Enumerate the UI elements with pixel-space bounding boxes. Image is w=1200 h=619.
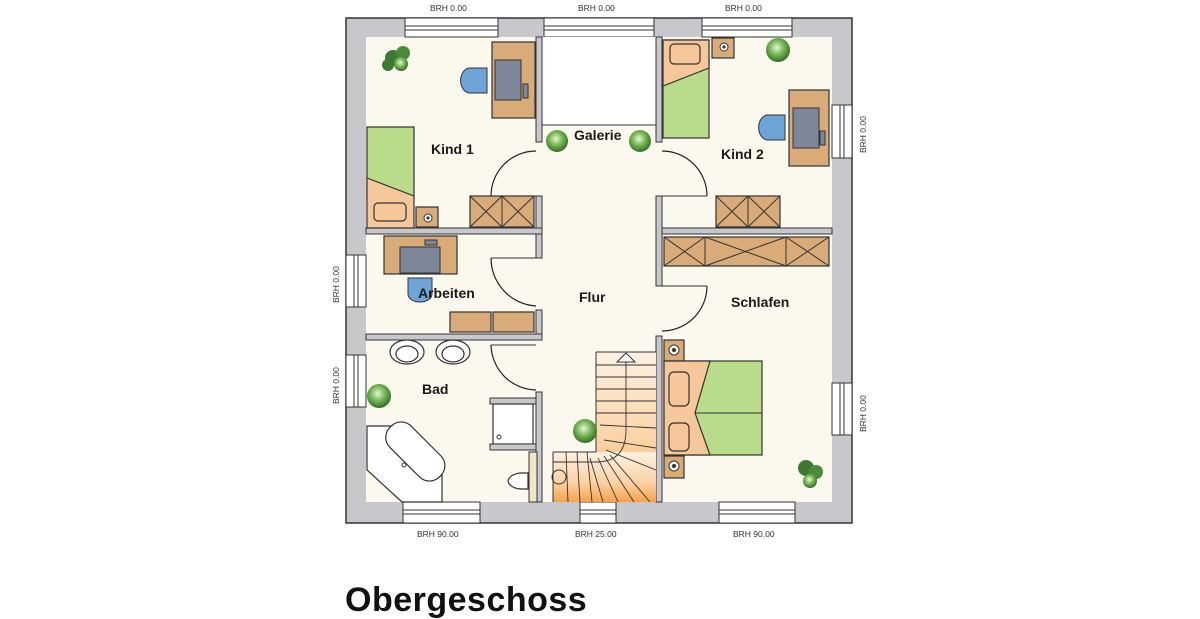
- room-label-galerie: Galerie: [574, 127, 622, 143]
- floor-title: Obergeschoss: [345, 581, 588, 619]
- kind1-furniture: [366, 41, 536, 229]
- bad-fixtures: [366, 339, 538, 503]
- windows: [345, 17, 853, 524]
- room-label-arbeiten: Arbeiten: [418, 285, 475, 301]
- window-label-left-lower: BRH 0.00: [331, 367, 341, 404]
- staircase: [551, 351, 657, 503]
- arbeiten-furniture: [383, 235, 535, 333]
- window-label-bottom-right: BRH 90.00: [733, 529, 775, 539]
- room-label-bad: Bad: [422, 381, 448, 397]
- schlafen-furniture: [663, 236, 830, 479]
- window-label-bottom-center: BRH 25.00: [575, 529, 617, 539]
- window-label-bottom-left: BRH 90.00: [417, 529, 459, 539]
- floor-plan: Kind 1 Galerie Kind 2 Arbeiten Flur Schl…: [331, 3, 868, 539]
- room-label-schlafen: Schlafen: [731, 294, 789, 310]
- window-label-top-left: BRH 0.00: [430, 3, 467, 13]
- plants: [367, 38, 823, 488]
- kind2-furniture: [662, 37, 830, 228]
- window-label-top-right: BRH 0.00: [725, 3, 762, 13]
- window-label-right-upper: BRH 0.00: [858, 116, 868, 153]
- doors: [490, 150, 708, 391]
- room-label-kind1: Kind 1: [431, 141, 474, 157]
- window-label-top-center: BRH 0.00: [578, 3, 615, 13]
- room-label-flur: Flur: [579, 289, 606, 305]
- room-label-kind2: Kind 2: [721, 146, 764, 162]
- window-label-right-lower: BRH 0.00: [858, 395, 868, 432]
- window-label-left-upper: BRH 0.00: [331, 266, 341, 303]
